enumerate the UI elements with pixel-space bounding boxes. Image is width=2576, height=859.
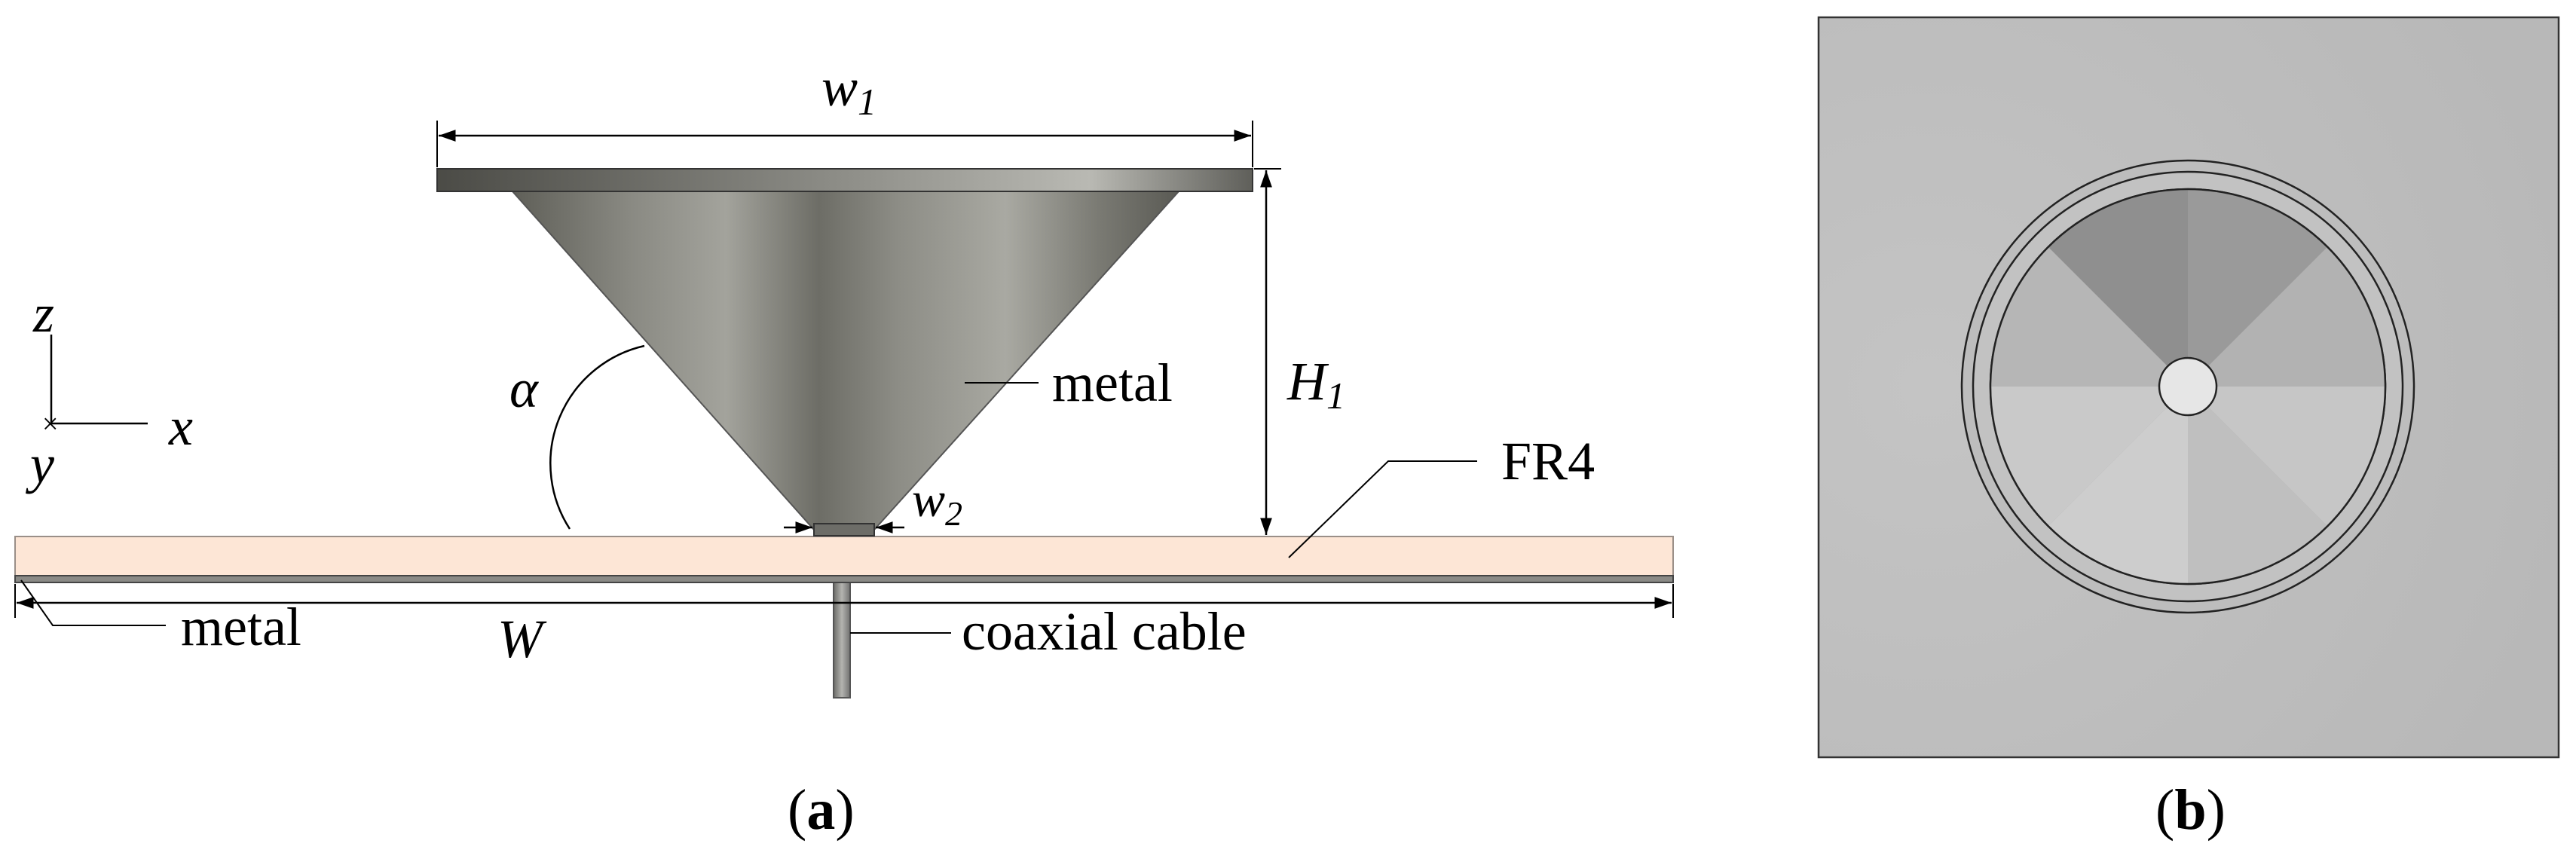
dimension-w1-label: w1	[821, 57, 877, 123]
dimension-h1-label: H1	[1286, 351, 1345, 417]
z-axis-label: z	[32, 283, 54, 344]
y-axis-label: y	[25, 434, 54, 494]
leader-fr4	[1288, 460, 1477, 558]
y-axis-cross-icon: ×	[42, 408, 58, 440]
feed-point-circle	[2158, 356, 2218, 417]
caption-b: (b)	[2155, 778, 2226, 842]
fr4-substrate	[14, 536, 1674, 578]
panel-b: (b)	[1817, 16, 2560, 842]
angle-alpha-arc	[549, 344, 645, 530]
dimension-w2-label: w2	[912, 472, 962, 533]
x-axis-label: x	[168, 396, 193, 457]
label-fr4: FR4	[1501, 431, 1595, 491]
cone-top-plate	[436, 168, 1253, 192]
coordinate-axes: × z x y	[25, 283, 193, 494]
cone-feed-tip	[813, 523, 875, 536]
caption-a: (a)	[788, 778, 855, 842]
panel-a: w1 H1 w2 α metal FR4 metal W co	[14, 57, 1674, 842]
ground-metal-plane	[14, 575, 1674, 583]
leader-metal-ground	[20, 579, 166, 626]
label-metal-cone: metal	[1052, 353, 1173, 413]
dimension-W-label: W	[497, 609, 547, 669]
angle-alpha-label: α	[509, 359, 539, 419]
label-coaxial-cable: coaxial cable	[962, 601, 1247, 662]
label-metal-ground: metal	[181, 597, 301, 657]
coaxial-cable	[833, 579, 851, 699]
